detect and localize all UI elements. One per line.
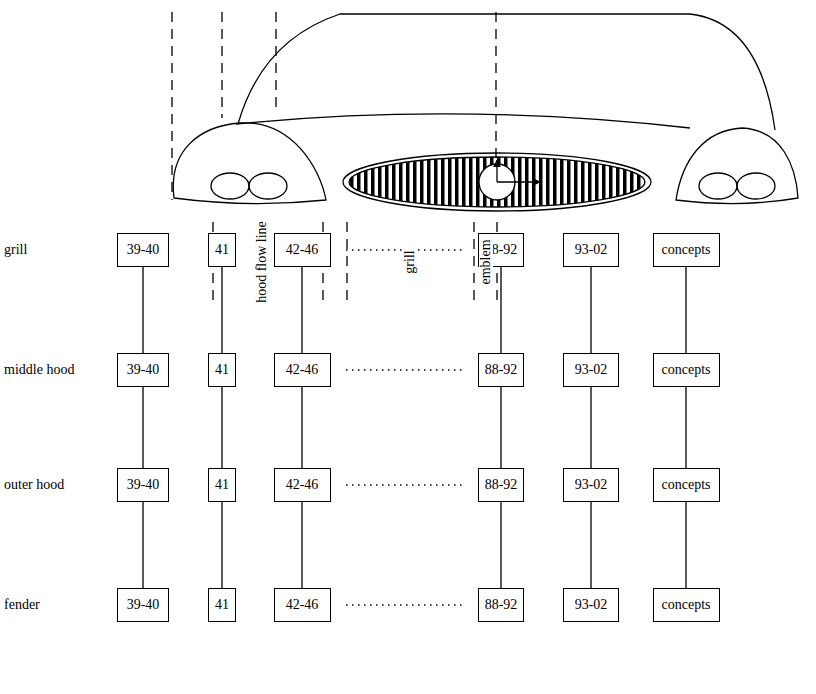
column-link — [500, 267, 501, 353]
period-box: 88-92 — [478, 353, 524, 387]
grill-outer — [343, 153, 651, 211]
emblem-axis — [496, 160, 497, 182]
left-fender — [173, 123, 326, 204]
period-box: 39-40 — [117, 588, 169, 622]
dotted-continuation — [346, 604, 466, 606]
period-box: 41 — [208, 468, 236, 502]
column-link — [221, 267, 222, 353]
row-label: grill — [4, 243, 27, 257]
period-box: 41 — [208, 233, 236, 267]
dotted-continuation — [346, 484, 466, 486]
period-text: 41 — [215, 477, 229, 493]
period-text: 42-46 — [286, 242, 319, 258]
column-link — [685, 502, 686, 588]
column-link — [500, 387, 501, 468]
section-line — [346, 222, 347, 300]
period-box: 39-40 — [117, 468, 169, 502]
period-box: concepts — [653, 353, 720, 387]
column-link — [142, 387, 143, 468]
period-text: concepts — [662, 597, 711, 613]
period-box: concepts — [653, 233, 720, 267]
headlight — [249, 173, 287, 199]
period-box: 93-02 — [563, 468, 619, 502]
period-text: concepts — [662, 242, 711, 258]
period-box: concepts — [653, 468, 720, 502]
period-text: concepts — [662, 362, 711, 378]
column-link — [221, 502, 222, 588]
period-text: 88-92 — [485, 477, 518, 493]
column-link — [301, 502, 302, 588]
period-text: concepts — [662, 477, 711, 493]
period-box: 88-92 — [478, 468, 524, 502]
period-box: 41 — [208, 588, 236, 622]
period-text: 93-02 — [575, 477, 608, 493]
period-box: 42-46 — [274, 353, 331, 387]
section-line — [495, 12, 496, 164]
column-link — [685, 267, 686, 353]
period-box: 93-02 — [563, 353, 619, 387]
period-box: 39-40 — [117, 233, 169, 267]
period-box: concepts — [653, 588, 720, 622]
period-text: 93-02 — [575, 597, 608, 613]
period-text: 93-02 — [575, 362, 608, 378]
period-text: 39-40 — [127, 477, 160, 493]
period-text: 93-02 — [575, 242, 608, 258]
period-box: 39-40 — [117, 353, 169, 387]
period-text: 88-92 — [485, 597, 518, 613]
period-box: 93-02 — [563, 233, 619, 267]
section-label: grill — [403, 248, 417, 275]
emblem-axis — [497, 181, 540, 182]
period-text: 39-40 — [127, 362, 160, 378]
period-text: 42-46 — [286, 362, 319, 378]
period-text: 88-92 — [485, 362, 518, 378]
row-label: outer hood — [4, 478, 64, 492]
period-text: 41 — [215, 242, 229, 258]
headlight — [211, 173, 249, 199]
column-link — [301, 387, 302, 468]
row-label: middle hood — [4, 363, 74, 377]
column-link — [142, 267, 143, 353]
section-line — [221, 12, 222, 118]
row-label: fender — [4, 598, 40, 612]
headlight — [699, 173, 737, 199]
period-text: 41 — [215, 597, 229, 613]
section-line — [171, 12, 172, 200]
hood-line — [236, 114, 690, 128]
section-line — [473, 222, 474, 300]
headlight — [737, 173, 775, 199]
period-box: 42-46 — [274, 468, 331, 502]
section-label: hood flow line — [255, 219, 269, 305]
period-text: 41 — [215, 362, 229, 378]
period-text: 42-46 — [286, 597, 319, 613]
column-link — [142, 502, 143, 588]
column-link — [221, 387, 222, 468]
period-text: 42-46 — [286, 477, 319, 493]
column-link — [301, 267, 302, 353]
section-label: emblem — [479, 237, 493, 286]
column-link — [500, 502, 501, 588]
period-box: 93-02 — [563, 588, 619, 622]
right-fender — [676, 128, 798, 204]
period-box: 88-92 — [478, 588, 524, 622]
column-link — [590, 502, 591, 588]
period-text: 39-40 — [127, 242, 160, 258]
grill-bars — [349, 157, 645, 207]
roof-outline — [238, 14, 775, 130]
dotted-continuation — [346, 369, 466, 371]
column-link — [590, 387, 591, 468]
section-line — [275, 12, 276, 112]
period-text: 39-40 — [127, 597, 160, 613]
period-box: 42-46 — [274, 233, 331, 267]
period-box: 42-46 — [274, 588, 331, 622]
column-link — [590, 267, 591, 353]
column-link — [685, 387, 686, 468]
period-box: 41 — [208, 353, 236, 387]
